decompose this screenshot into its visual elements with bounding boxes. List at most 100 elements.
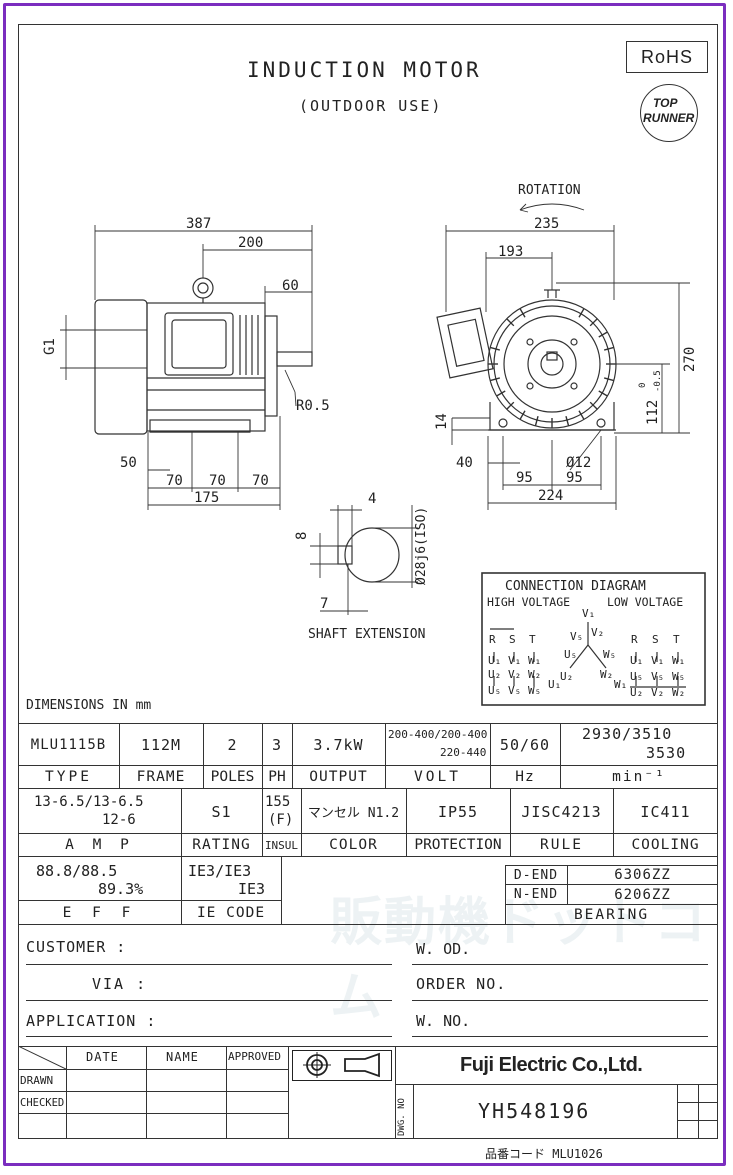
speed-value-line2: 3530 bbox=[646, 744, 687, 762]
date-header: DATE bbox=[86, 1050, 119, 1064]
svg-text:U₂: U₂ bbox=[488, 668, 501, 681]
svg-text:V₅: V₅ bbox=[508, 684, 521, 697]
svg-text:T: T bbox=[529, 633, 536, 646]
approved-header: APPROVED bbox=[228, 1050, 281, 1063]
svg-text:W₂: W₂ bbox=[600, 668, 613, 681]
cooling-fin bbox=[506, 318, 515, 327]
volt-value-line1: 200-400/200-400 bbox=[388, 728, 488, 741]
connection-diagram-box bbox=[481, 572, 706, 706]
rotation-label: ROTATION bbox=[518, 183, 581, 198]
protection-value: IP55 bbox=[437, 802, 479, 821]
cooling-fin bbox=[519, 308, 526, 318]
insul-label: INSUL bbox=[264, 838, 299, 852]
bearing-n-end-label: N-END bbox=[513, 887, 559, 902]
cooling-fin bbox=[506, 401, 515, 410]
dim-175: 175 bbox=[194, 490, 219, 506]
dim-g1: G1 bbox=[42, 338, 58, 355]
watermark: 販動機ドットコム bbox=[330, 893, 709, 1028]
drawn-label: DRAWN bbox=[20, 1074, 54, 1087]
eff-value-line1: 88.8/88.5 bbox=[36, 862, 118, 880]
svg-text:W₁: W₁ bbox=[614, 678, 627, 691]
svg-text:U₁: U₁ bbox=[630, 654, 643, 667]
drawing-number: YH548196 bbox=[478, 1099, 591, 1123]
cooling-fin bbox=[603, 346, 615, 351]
color-value: マンセル N1.2 bbox=[307, 806, 400, 821]
dimensions-note: DIMENSIONS IN mm bbox=[26, 698, 152, 713]
svg-text:V₅: V₅ bbox=[651, 670, 664, 683]
hz-value: 50/60 bbox=[499, 736, 551, 754]
badge-text-runner: RUNNER bbox=[643, 111, 695, 125]
svg-text:W₅: W₅ bbox=[672, 670, 685, 683]
side-view-motor bbox=[94, 277, 313, 435]
bearing-n-end-value: 6206ZZ bbox=[614, 886, 671, 903]
svg-text:U₁: U₁ bbox=[548, 678, 561, 691]
amp-value-line2: 12-6 bbox=[102, 812, 136, 828]
third-angle-projection-symbol bbox=[292, 1050, 392, 1081]
dim-112-tol-upper: 0 bbox=[638, 383, 648, 388]
svg-text:W₂: W₂ bbox=[528, 668, 541, 681]
cooling-fin bbox=[578, 308, 585, 318]
bearing-d-end-label: D-END bbox=[513, 867, 559, 883]
insul-value-line1: 155 bbox=[265, 794, 291, 810]
speed-value-line1: 2930/3510 bbox=[582, 725, 673, 743]
cooling-fin bbox=[598, 331, 608, 338]
poles-value: 2 bbox=[227, 736, 238, 754]
amp-label: A M P bbox=[65, 837, 134, 853]
protection-label: PROTECTION bbox=[414, 837, 502, 853]
dim-112-tol-lower: -0.5 bbox=[653, 370, 663, 392]
svg-text:W₁: W₁ bbox=[528, 654, 541, 667]
dim-70-1: 70 bbox=[166, 473, 183, 489]
output-label: OUTPUT bbox=[309, 769, 368, 785]
rule-value: JISC4213 bbox=[521, 802, 602, 821]
cooling-fin bbox=[598, 390, 608, 397]
svg-text:W₂: W₂ bbox=[672, 686, 685, 699]
svg-text:V₅: V₅ bbox=[570, 630, 583, 643]
svg-text:U₅: U₅ bbox=[488, 684, 501, 697]
end-view-motor bbox=[436, 289, 617, 431]
dim-r05: R0.5 bbox=[296, 398, 330, 414]
shaft-extension-drawing bbox=[310, 505, 418, 615]
svg-text:S: S bbox=[652, 633, 659, 646]
bearing-d-end-value: 6306ZZ bbox=[614, 867, 671, 883]
cooling-fin bbox=[578, 410, 585, 420]
dim-193: 193 bbox=[498, 244, 523, 260]
dim-14: 14 bbox=[434, 413, 450, 430]
type-label: TYPE bbox=[45, 769, 92, 785]
drawing-title: INDUCTION MOTOR bbox=[247, 58, 482, 82]
svg-text:V₂: V₂ bbox=[591, 626, 604, 639]
drawing-number-label: DWG. NO bbox=[397, 1098, 407, 1136]
dim-224: 224 bbox=[538, 488, 563, 504]
cooling-fin bbox=[589, 318, 598, 327]
cooling-fin bbox=[603, 377, 615, 382]
page-border bbox=[3, 3, 726, 1166]
phase-value: 3 bbox=[271, 736, 283, 754]
svg-text:W₁: W₁ bbox=[672, 654, 685, 667]
work-order-label: W. OD. bbox=[416, 940, 471, 958]
dim-270: 270 bbox=[682, 347, 698, 372]
cooling-fin bbox=[534, 415, 539, 427]
drawing-subtitle: (OUTDOOR USE) bbox=[299, 97, 443, 115]
eff-label: E F F bbox=[62, 904, 137, 921]
shaft-extension-label: SHAFT EXTENSION bbox=[308, 627, 425, 642]
bearing-label: BEARING bbox=[573, 906, 650, 923]
cooling-fin bbox=[489, 377, 501, 382]
side-view-dimension-lines bbox=[60, 225, 313, 510]
name-header: NAME bbox=[166, 1050, 199, 1064]
type-value: MLU1115B bbox=[30, 737, 107, 753]
cooling-fin bbox=[519, 410, 526, 420]
phase-label: PH bbox=[268, 769, 286, 785]
application-label: APPLICATION : bbox=[26, 1012, 157, 1030]
dim-235: 235 bbox=[534, 216, 559, 232]
ie-value-line2: IE3 bbox=[238, 880, 266, 898]
end-view-fins bbox=[488, 308, 616, 428]
cooling-label: COOLING bbox=[631, 837, 700, 853]
via-label: VIA : bbox=[92, 975, 148, 993]
frame-value: 112M bbox=[140, 736, 182, 754]
volt-label: VOLT bbox=[414, 769, 461, 785]
cooling-value: IC411 bbox=[640, 802, 691, 821]
eff-value-line2: 89.3% bbox=[98, 880, 144, 898]
insul-value-line2: (F) bbox=[268, 812, 294, 828]
drawing-frame bbox=[18, 24, 718, 1139]
svg-text:U₂: U₂ bbox=[560, 670, 573, 683]
